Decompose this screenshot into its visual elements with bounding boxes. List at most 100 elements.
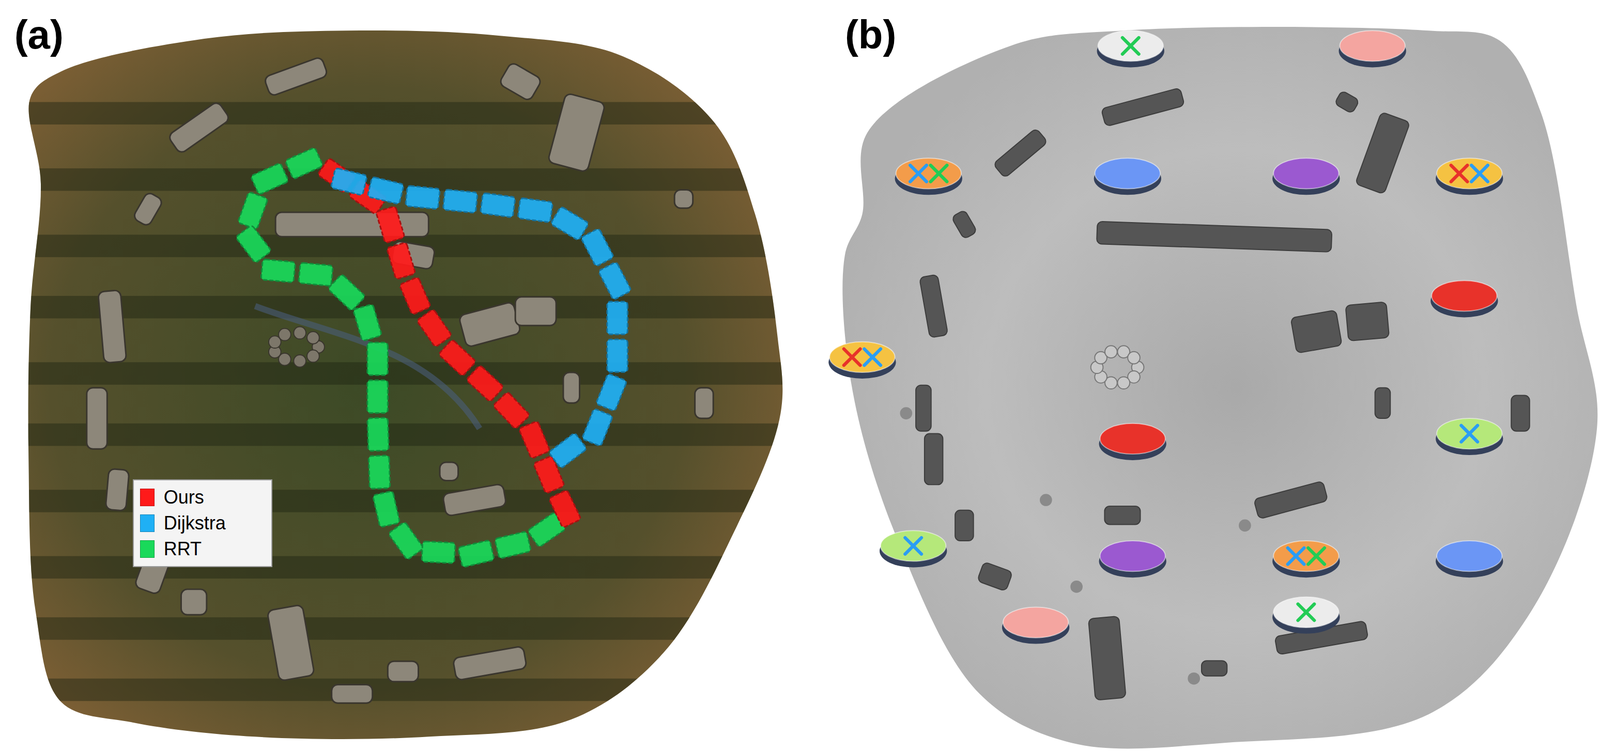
target-disc [1099,423,1167,461]
legend-text: Dijkstra [163,514,226,533]
vehicle-pose [442,189,478,214]
stone [498,61,543,102]
legend-row: RRT [140,536,264,563]
legend-row: Ours [140,484,264,511]
stone [951,209,978,240]
vehicle-pose [372,490,400,528]
target-disc [828,342,896,379]
stone [1104,506,1141,526]
stone [267,604,315,682]
stone [167,100,231,155]
disc-top [1431,280,1497,312]
stone [1253,481,1329,520]
shadow-band [0,423,817,446]
stone [1101,87,1186,127]
vehicle-pose [466,364,504,403]
vehicle-pose [388,521,424,561]
disc-top [1273,541,1339,572]
disc-top [1340,30,1406,61]
target-disc [1272,158,1340,195]
disc-top [1100,423,1166,455]
vehicle-pose [598,262,632,301]
legend-text: Ours [163,488,205,507]
disc-top [896,158,962,189]
stone [547,93,606,173]
target-disc [895,158,963,195]
cross-mark [1298,604,1315,622]
pebble [1070,580,1083,594]
stone [674,189,694,209]
disc-top [1095,158,1161,189]
disc-top [1003,607,1069,638]
target-disc [1435,418,1503,456]
stone [1088,616,1127,701]
disc-top [1273,597,1339,628]
vehicle-pose [399,277,432,316]
vehicle-pose [416,309,453,348]
terrain-photo [0,30,817,740]
stone [1511,395,1530,432]
vehicle-pose [517,197,553,223]
vehicle-pose [548,489,582,529]
vehicle-pose [494,531,532,560]
target-disc [879,530,947,568]
small-stone [293,355,306,368]
vehicle-pose [367,342,388,376]
vehicle-pose [595,373,627,412]
stone [1375,388,1391,419]
stone [1345,301,1390,342]
stone [1290,310,1343,354]
disc-top [880,530,946,562]
legend-box: OursDijkstraRRT [132,479,273,568]
vehicle-pose [237,191,269,230]
panel-label: (a) [14,14,64,55]
stone [919,274,949,338]
vehicle-pose [352,304,382,342]
stone [98,289,127,364]
vehicle-pose [330,167,368,196]
vehicle-pose [457,540,495,568]
small-stone [278,328,291,342]
vehicle-pose [260,259,296,283]
target-disc [1272,597,1340,635]
cross-mark [864,349,881,366]
vehicle-pose [375,206,405,244]
shadow-band [0,556,817,579]
vehicle-pose [421,541,456,564]
small-stone [306,331,320,345]
vehicle-pose [480,192,516,218]
shadow-band [0,102,817,125]
pebble [1187,672,1200,686]
pebble [900,407,913,420]
vehicle-pose [367,380,388,413]
target-disc [1272,541,1340,578]
vehicle-pose [367,176,405,205]
small-stone [293,327,306,340]
pebble [1238,519,1252,533]
legend-row: Dijkstra [140,510,264,537]
stone [563,372,580,404]
path-trail [235,147,566,568]
vehicle-pose [580,228,614,267]
stone [1096,221,1332,253]
vehicle-pose [405,185,441,210]
terrain-model [828,26,1598,749]
stone [442,483,507,517]
legend-text: RRT [163,540,202,559]
vehicle-pose [235,224,272,264]
vehicle-pose [493,391,531,430]
vehicle-pose [607,301,628,335]
stone [180,589,207,615]
stone [387,661,419,683]
small-stone [1117,376,1130,390]
stone [1201,660,1227,677]
stone [915,385,932,432]
small-stone [306,350,320,363]
vehicle-pose [298,263,334,287]
cross-mark [843,349,861,366]
ground [842,26,1598,749]
disc-top [1436,418,1502,450]
cross-mark [1287,548,1305,565]
stone [924,434,944,486]
